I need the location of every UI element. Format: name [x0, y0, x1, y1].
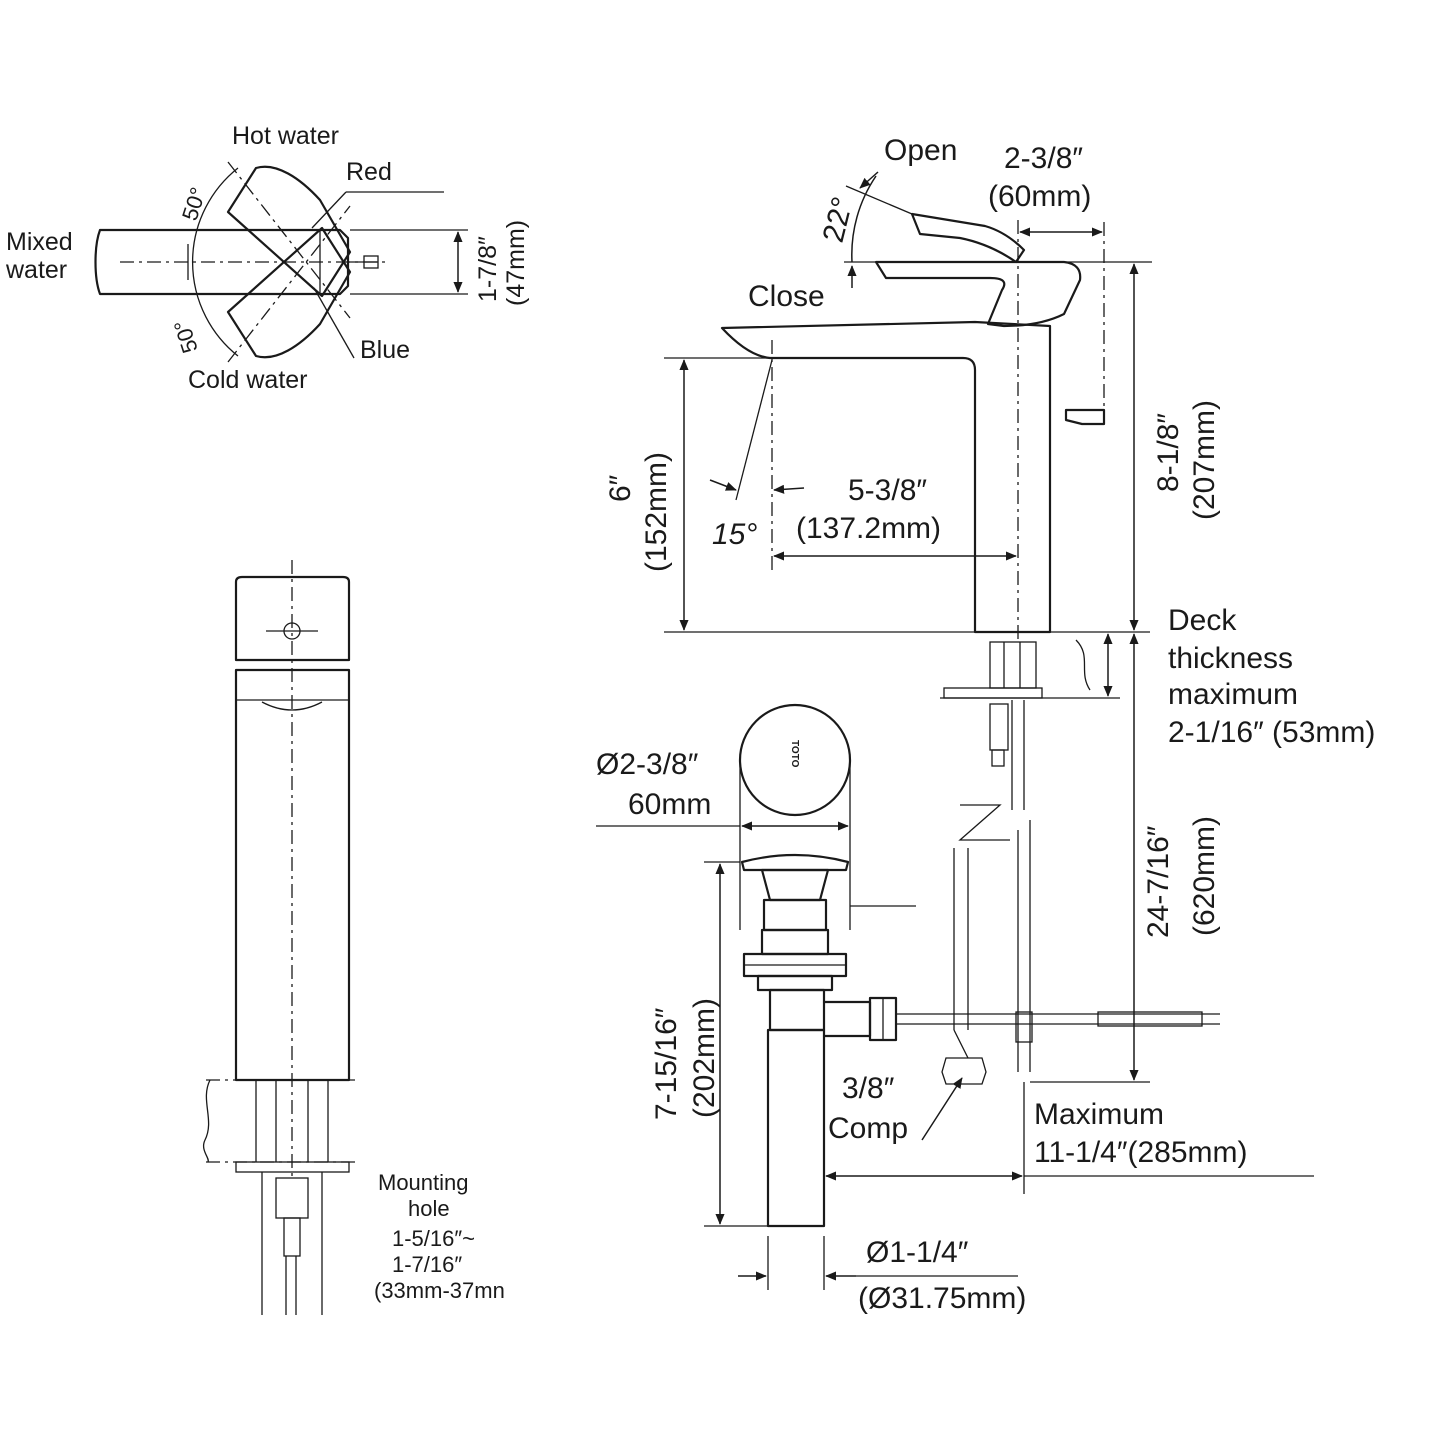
comp-leader [921, 1077, 963, 1141]
mount-label-2: hole [408, 1196, 450, 1221]
drain-height-in: 7-15/16″ [650, 1007, 683, 1120]
top-view-handle: Hot water Red Mixed water 50° 50° Blue C… [5, 122, 530, 394]
closed-lever [874, 260, 1082, 328]
red-label: Red [346, 158, 392, 186]
front-deck-break [202, 1079, 211, 1163]
front-handle-cap [234, 575, 351, 662]
lever-offset-mm: (60mm) [988, 180, 1091, 213]
front-mount-nut [275, 1177, 309, 1219]
spout-angle-label: 15° [712, 518, 757, 551]
lever-offset-in: 2-3/8″ [1004, 142, 1083, 175]
drain-tee [822, 1000, 872, 1038]
drain-tailpiece [766, 1028, 826, 1228]
tail-dia-in: Ø1-1/4″ [866, 1236, 969, 1269]
mount-label-4: 1-7/16″ [392, 1252, 462, 1277]
spout-angle-arrow-right [773, 484, 805, 494]
side-shank [989, 641, 1037, 689]
side-washer [943, 687, 1043, 699]
drain-flange [760, 868, 830, 902]
front-washer [235, 1161, 350, 1173]
deck-break-curve [1075, 639, 1091, 691]
brand-logo: TOTO [789, 740, 800, 768]
spout-reach-in: 5-3/8″ [848, 474, 927, 507]
deck-thickness-label: Deck thickness maximum 2-1/16″ (53mm) [1168, 604, 1375, 749]
open-angle-arc [851, 175, 877, 263]
rotation-arc [191, 167, 239, 357]
cap-dia-mm: 60mm [628, 788, 711, 821]
side-bolt [991, 749, 1005, 767]
blue-label: Blue [360, 336, 410, 364]
cold-angle-label: 50° [169, 317, 203, 356]
max-reach-label-1: Maximum [1034, 1098, 1164, 1131]
supply-length-in: 24-7/16″ [1142, 825, 1175, 938]
deck-label-1: Deck [1168, 604, 1237, 637]
drain-body [768, 988, 826, 1032]
drain-assembly: TOTO Ø2-3/8″ 60mm 7-15/16″ (202mm) [596, 703, 1314, 1315]
lift-rod-end [1097, 1011, 1203, 1027]
close-label: Close [748, 280, 825, 313]
cap-dia-in: Ø2-3/8″ [596, 748, 699, 781]
front-mount-bolt [283, 1217, 301, 1257]
blue-leader [313, 287, 355, 359]
drain-pop-up-cap [740, 853, 850, 872]
mount-label-3: 1-5/16″~ [392, 1226, 475, 1251]
total-height-in: 8-1/8″ [1152, 413, 1185, 492]
comp-fitting-line [953, 1029, 969, 1059]
side-view: Open Close 22° 2-3/8″ (60mm) 8-1/8″ (207… [604, 134, 1221, 1085]
lift-rod-clamp [1015, 1011, 1033, 1043]
spout-height-in: 6″ [604, 474, 637, 502]
drain-cap-top-view [738, 703, 852, 817]
faucet-body-profile [720, 320, 1052, 634]
lift-rod-knob [1064, 408, 1106, 426]
comp-fitting [941, 1057, 987, 1085]
cold-axis-line [227, 205, 351, 363]
open-arrow [859, 171, 879, 189]
spout-angle-line [735, 359, 773, 501]
red-leader [311, 191, 347, 229]
open-ext-line [845, 185, 913, 215]
drain-locknut [742, 952, 848, 978]
total-height-mm: (207mm) [1188, 400, 1221, 520]
hot-axis-line [227, 161, 351, 319]
spout-angle-arrow-left [709, 479, 737, 491]
hot-angle-label: 50° [177, 184, 211, 223]
drain-height-mm: (202mm) [688, 998, 721, 1118]
supply-length-mm: (620mm) [1188, 816, 1221, 936]
cold-water-label: Cold water [188, 366, 308, 394]
spout-height-mm: (152mm) [640, 452, 673, 572]
front-aerator [261, 701, 323, 711]
tail-dia-mm: (Ø31.75mm) [858, 1282, 1026, 1315]
hose-break-symbol [958, 804, 1010, 841]
mount-label-1: Mounting [378, 1170, 469, 1195]
front-view: Mounting hole 1-5/16″~ 1-7/16″ (33mm-37m… [202, 560, 505, 1315]
mixed-label-line2: water [5, 256, 67, 284]
drain-upper-body [762, 898, 828, 932]
comp-label: Comp [828, 1112, 908, 1145]
max-reach-label-2: 11-1/4″(285mm) [1034, 1136, 1247, 1169]
drain-washer [756, 974, 834, 992]
top-height-mm: (47mm) [502, 220, 530, 306]
mixed-label-line1: Mixed [6, 228, 73, 256]
mount-label-5: (33mm-37mn [374, 1278, 505, 1303]
open-lever [910, 212, 1026, 264]
deck-label-3: maximum [1168, 678, 1298, 711]
comp-size-label: 3/8″ [842, 1072, 895, 1105]
hot-water-label: Hot water [232, 122, 339, 150]
deck-label-2: thickness [1168, 642, 1293, 675]
deck-label-4: 2-1/16″ (53mm) [1168, 716, 1375, 749]
top-height-in: 1-7/8″ [474, 236, 502, 302]
spout-reach-mm: (137.2mm) [796, 512, 941, 545]
side-nut [989, 703, 1009, 751]
drain-collar [760, 928, 830, 956]
open-label: Open [884, 134, 957, 167]
